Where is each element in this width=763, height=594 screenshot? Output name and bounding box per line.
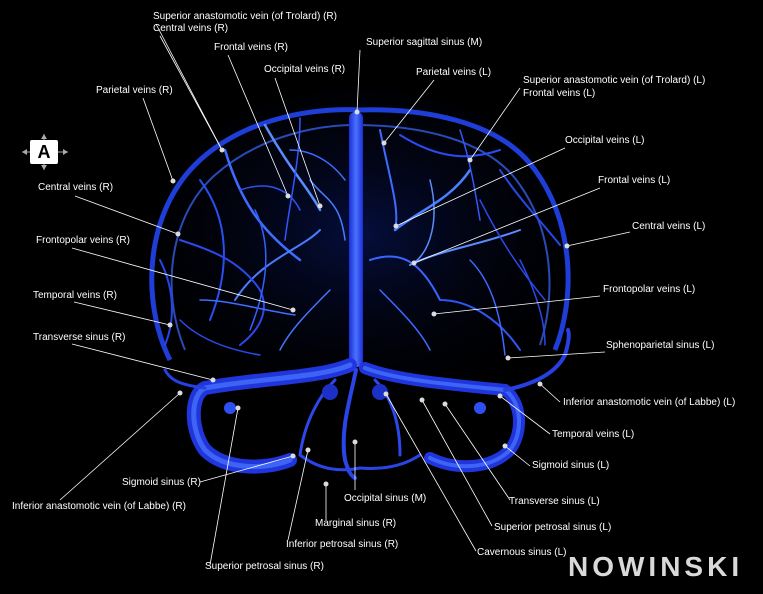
nowinski-logo: NOWINSKI: [568, 551, 743, 583]
label-inferior-petrosal-sinus-r: Inferior petrosal sinus (R): [286, 539, 399, 550]
label-inferior-anastomotic-r: Inferior anastomotic vein (of Labbe) (R): [12, 501, 186, 512]
label-superior-sagittal-sinus: Superior sagittal sinus (M): [366, 37, 483, 48]
label-cavernous-sinus-l: Cavernous sinus (L): [477, 547, 567, 558]
label-sphenoparietal-sinus-l: Sphenoparietal sinus (L): [606, 340, 715, 351]
leader-dots: [167, 109, 570, 487]
orientation-cube[interactable]: A: [22, 134, 68, 170]
label-frontopolar-veins-r: Frontopolar veins (R): [36, 235, 130, 246]
label-temporal-veins-r: Temporal veins (R): [33, 290, 117, 301]
label-sigmoid-sinus-r: Sigmoid sinus (R): [122, 477, 201, 488]
cortical-veins: [159, 117, 561, 356]
label-transverse-sinus-r: Transverse sinus (R): [33, 332, 126, 343]
label-occipital-veins-l: Occipital veins (L): [565, 135, 645, 146]
label-superior-anastomotic-l: Superior anastomotic vein (of Trolard) (…: [523, 75, 706, 86]
label-transverse-sinus-l: Transverse sinus (L): [509, 496, 600, 507]
label-parietal-veins-l: Parietal veins (L): [416, 67, 492, 78]
orientation-label: A: [30, 140, 58, 164]
leader-lines: [59, 23, 631, 566]
label-marginal-sinus-r: Marginal sinus (R): [315, 518, 397, 529]
superior-sagittal-sinus: [349, 112, 363, 367]
label-frontal-veins-r-top: Frontal veins (R): [214, 42, 288, 53]
label-central-veins-l: Central veins (L): [632, 221, 706, 232]
label-parietal-veins-r: Parietal veins (R): [96, 85, 173, 96]
label-frontopolar-veins-l: Frontopolar veins (L): [603, 284, 696, 295]
label-superior-petrosal-sinus-r: Superior petrosal sinus (R): [205, 561, 324, 572]
label-superior-petrosal-sinus-l: Superior petrosal sinus (L): [494, 522, 612, 533]
label-central-veins-r-top: Central veins (R): [153, 23, 229, 34]
label-occipital-sinus: Occipital sinus (M): [344, 493, 427, 504]
label-frontal-veins-l-top: Frontal veins (L): [523, 88, 596, 99]
label-frontal-veins-l: Frontal veins (L): [598, 175, 671, 186]
label-central-veins-r: Central veins (R): [38, 182, 114, 193]
label-temporal-veins-l: Temporal veins (L): [552, 429, 635, 440]
label-inferior-anastomotic-l: Inferior anastomotic vein (of Labbe) (L): [563, 397, 736, 408]
label-superior-anastomotic-r: Superior anastomotic vein (of Trolard) (…: [153, 11, 337, 22]
label-occipital-veins-r-top: Occipital veins (R): [264, 64, 346, 75]
cortical-vein-outline: [149, 107, 571, 362]
label-sigmoid-sinus-l: Sigmoid sinus (L): [532, 460, 610, 471]
logo-text: NOWINSKI: [568, 551, 744, 582]
